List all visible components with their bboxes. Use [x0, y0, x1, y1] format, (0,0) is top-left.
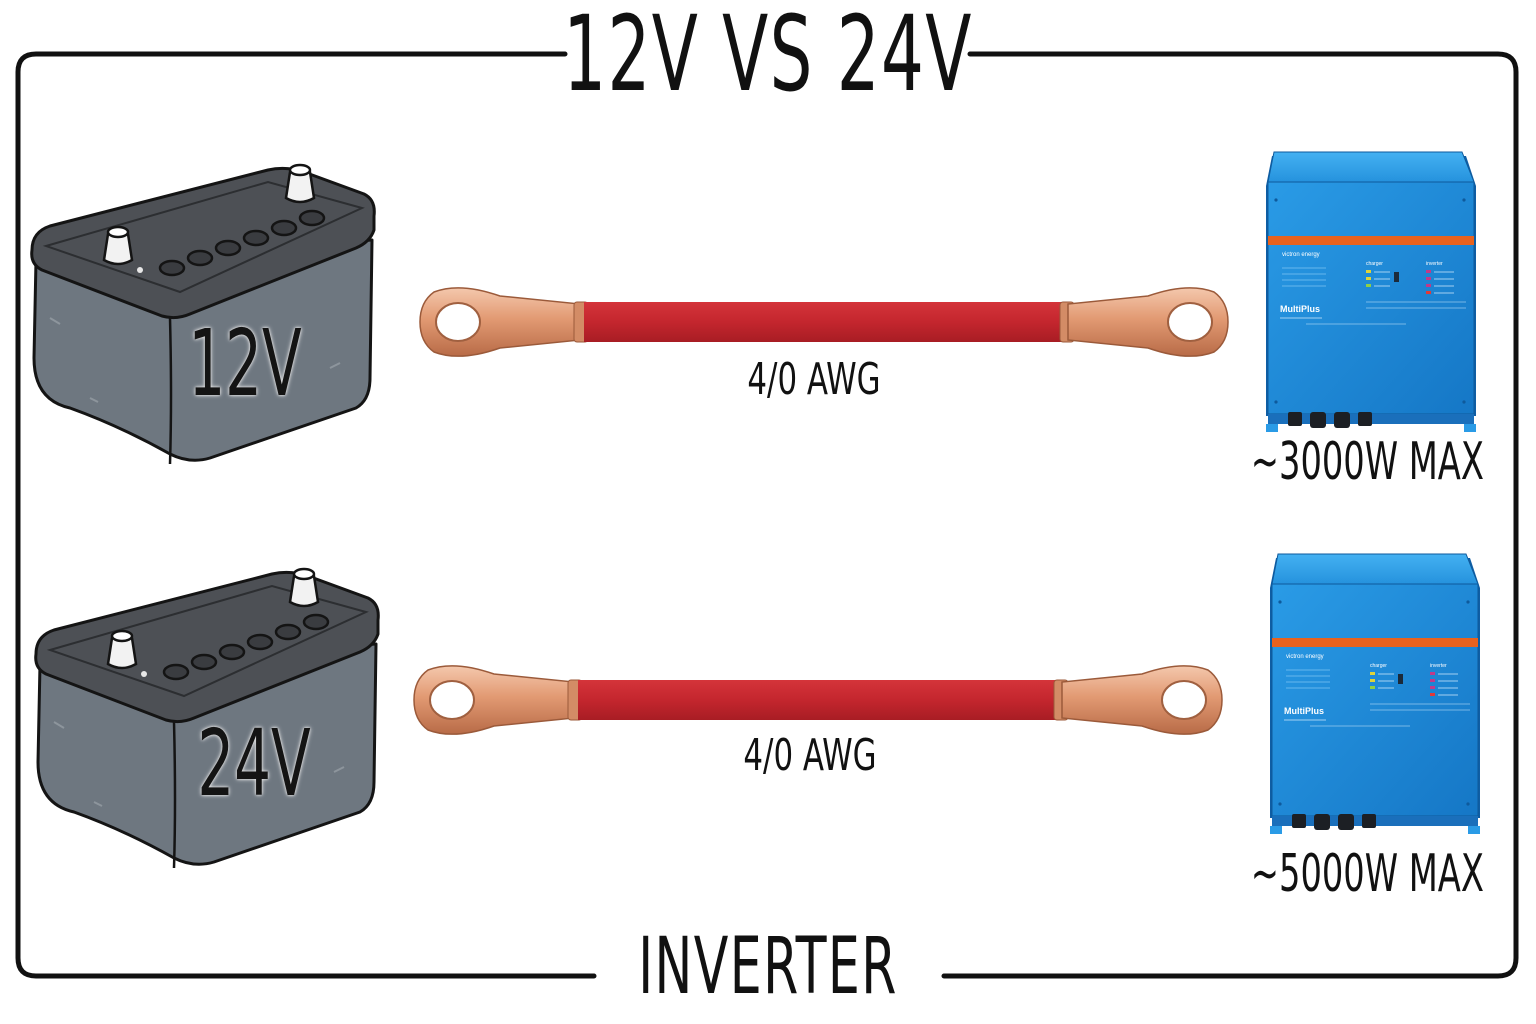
cable-row2 — [413, 664, 1223, 736]
diagram-title: 12V VS 24V — [563, 0, 973, 115]
frame-border-right — [941, 51, 1519, 979]
cable-label-row1: 4/0 AWG — [747, 354, 881, 405]
diagram-footer: INVERTER — [638, 922, 898, 1012]
inverter-row2-illustration — [1269, 553, 1481, 835]
inverter-max-row1: ~3000W MAX — [1250, 432, 1484, 492]
cable-label-row2: 4/0 AWG — [743, 730, 877, 781]
frame-border-left — [15, 51, 597, 979]
inverter-row1-illustration — [1265, 151, 1477, 433]
cable-row1 — [419, 286, 1229, 358]
battery-label-24v: 24V — [197, 710, 311, 817]
battery-label-12v: 12V — [188, 310, 302, 417]
inverter-max-row2: ~5000W MAX — [1250, 844, 1484, 904]
